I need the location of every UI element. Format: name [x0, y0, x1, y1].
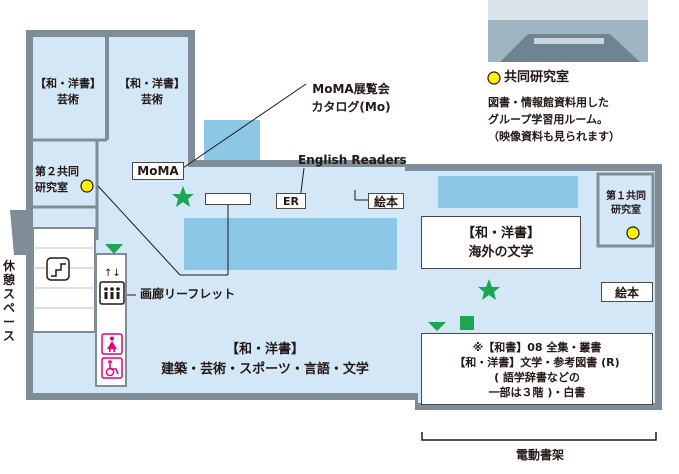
shelf — [184, 218, 397, 270]
yellow-circle-icon — [626, 226, 640, 240]
legend-description: 図書・情報館資料用した グループ学習用ルーム。 （映像資料も見られます） — [488, 94, 620, 145]
picture-book-box: 絵本 — [368, 193, 404, 209]
green-square-icon — [460, 316, 474, 330]
rest-space-wall — [10, 210, 26, 255]
main-area-category: 【和・洋書】 — [225, 342, 304, 357]
room1-line1: 第１共同 — [606, 191, 646, 202]
legend-desc-1: 図書・情報館資料用した — [488, 96, 609, 109]
area-subject: 芸術 — [141, 93, 163, 106]
legend-title: 共同研究室 — [504, 70, 570, 85]
study-room-1-label: 第１共同 研究室 — [600, 190, 652, 218]
legend-desc-2: グループ学習用ルーム。 — [488, 113, 609, 126]
moma-line2: カタログ(Mo) — [311, 100, 391, 114]
star-icon — [172, 186, 194, 207]
moma-box: MoMA — [132, 162, 184, 180]
art-area-1: 【和・洋書】 芸術 — [34, 76, 102, 108]
foreign-lit-category: 【和・洋書】 — [461, 226, 540, 241]
foreign-literature-box — [421, 216, 581, 269]
wheelchair-icon — [101, 357, 123, 379]
area-subject: 芸術 — [57, 93, 79, 106]
english-readers-label: English Readers — [298, 153, 407, 167]
electric-shelves-bracket — [421, 432, 657, 441]
study-room-2-label: 第２共同 研究室 — [35, 164, 79, 196]
er-box: ER — [276, 193, 306, 209]
entrance-triangle-icon — [105, 244, 123, 254]
shelf — [204, 120, 260, 160]
art-area-2: 【和・洋書】 芸術 — [118, 76, 186, 108]
picture-book-box: 絵本 — [601, 282, 653, 302]
moma-leader — [182, 83, 307, 169]
leaflet-rack — [205, 193, 251, 205]
yellow-circle-icon — [80, 179, 94, 193]
rest-space-label: 休憩スペース — [3, 259, 16, 343]
main-area-label: 【和・洋書】 建築・芸術・スポーツ・言語・文学 — [130, 340, 400, 380]
elevator-arrows-icon: ↑↓ — [104, 268, 121, 279]
electric-shelf-box — [421, 333, 653, 405]
star-icon — [478, 279, 500, 300]
moma-catalog-label: MoMA展覧会 カタログ(Mo) — [286, 80, 416, 116]
room2-line1: 第２共同 — [35, 165, 79, 178]
electric-shelves-label: 電動書架 — [515, 448, 564, 462]
area-category: 【和・洋書】 — [119, 77, 185, 90]
gallery-leaflet-label: 画廊リーフレット — [140, 287, 236, 301]
moma-line1: MoMA展覧会 — [312, 82, 390, 96]
shelf-line2: 【和・洋書】文学・参考図書 (R) — [454, 356, 620, 369]
room2-line2: 研究室 — [35, 181, 68, 194]
foreign-lit-label: 【和・洋書】 海外の文学 — [421, 224, 581, 262]
stairs-icon — [46, 257, 70, 281]
shelf-line3: ( 語学辞書などの — [494, 371, 580, 384]
shelf-line1: ※【和書】08 全集・叢書 — [472, 341, 602, 354]
electric-shelf-label: ※【和書】08 全集・叢書 【和・洋書】文学・参考図書 (R) ( 語学辞書など… — [421, 340, 653, 400]
main-area-subject: 建築・芸術・スポーツ・言語・文学 — [161, 362, 369, 377]
leaflet-leader — [97, 185, 181, 276]
study-room-photo — [488, 0, 648, 62]
restroom-female-icon — [101, 333, 123, 355]
yellow-circle-icon — [487, 71, 501, 85]
shelf — [438, 176, 578, 208]
elevator-icon — [99, 281, 125, 305]
legend-desc-3: （映像資料も見られます） — [488, 130, 620, 143]
entrance-triangle-icon — [428, 322, 446, 331]
foreign-lit-subject: 海外の文学 — [468, 245, 534, 260]
room1-line2: 研究室 — [611, 205, 641, 216]
area-category: 【和・洋書】 — [35, 77, 101, 90]
shelf-line4: 一部は３階 )・白書 — [488, 386, 586, 399]
